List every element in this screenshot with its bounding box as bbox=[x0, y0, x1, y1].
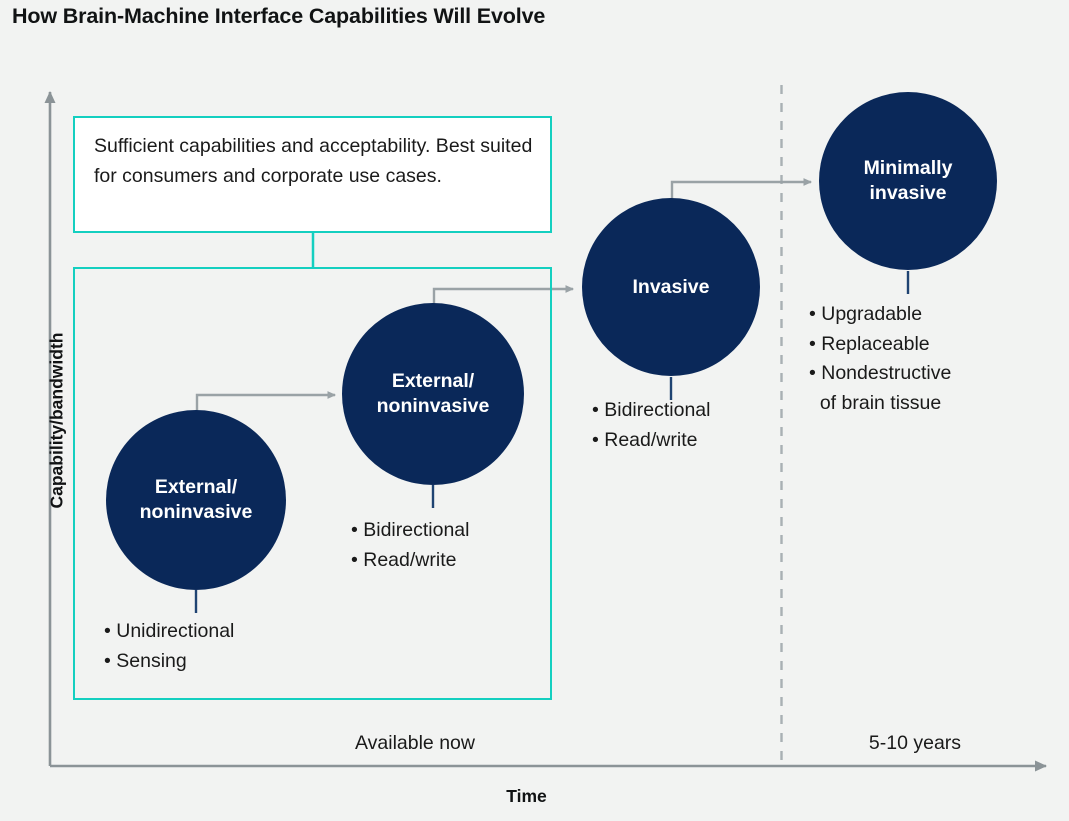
node-circle-minimally-invasive[interactable]: Minimally invasive bbox=[819, 92, 997, 270]
available-now-region-box bbox=[73, 267, 552, 700]
node-circle-invasive[interactable]: Invasive bbox=[582, 198, 760, 376]
node-2-label: External/ noninvasive bbox=[377, 369, 490, 419]
node-3-bullet-0: • Bidirectional bbox=[592, 399, 711, 421]
node-4-label-line1: Minimally bbox=[863, 157, 953, 179]
node-1-bullet-0: • Unidirectional bbox=[104, 620, 235, 642]
callout-box: Sufficient capabilities and acceptabilit… bbox=[73, 116, 552, 233]
node-4-bullet-2: • Nondestructive bbox=[809, 362, 952, 384]
node-circle-external-noninvasive-next[interactable]: External/ noninvasive bbox=[342, 303, 524, 485]
node-2-label-line1: External/ bbox=[391, 370, 475, 392]
node-2-bullets: • Bidirectional • Read/write bbox=[351, 516, 469, 575]
node-1-label-line1: External/ bbox=[154, 476, 238, 498]
node-4-bullet-0: • Upgradable bbox=[809, 303, 923, 325]
node-4-label-line2: invasive bbox=[869, 182, 947, 204]
node-3-bullets: • Bidirectional • Read/write bbox=[592, 396, 710, 455]
node-3-label: Invasive bbox=[632, 275, 710, 298]
node-2-bullet-0: • Bidirectional bbox=[351, 519, 470, 541]
node-4-bullet-1: • Replaceable bbox=[809, 332, 930, 355]
node-circle-external-noninvasive-now[interactable]: External/ noninvasive bbox=[106, 410, 286, 590]
node-1-bullets: • Unidirectional • Sensing bbox=[104, 617, 234, 676]
node-1-label: External/ noninvasive bbox=[140, 475, 253, 525]
page-title: How Brain-Machine Interface Capabilities… bbox=[12, 4, 546, 28]
x-axis-title: Time bbox=[506, 786, 547, 806]
period-label-available-now: Available now bbox=[355, 732, 475, 754]
node-1-label-line2: noninvasive bbox=[139, 501, 253, 523]
node-4-bullets: • Upgradable • Replaceable • Nondestruct… bbox=[809, 300, 951, 418]
y-axis-title: Capability/bandwidth bbox=[46, 332, 67, 509]
node-4-bullet-3: of brain tissue bbox=[809, 391, 942, 414]
callout-text: Sufficient capabilities and acceptabilit… bbox=[94, 135, 533, 187]
node-4-label: Minimally invasive bbox=[864, 156, 953, 206]
period-label-5-10-years: 5-10 years bbox=[868, 732, 962, 754]
node-2-label-line2: noninvasive bbox=[376, 395, 490, 417]
node-3-bullet-1: • Read/write bbox=[592, 428, 698, 451]
node-2-bullet-1: • Read/write bbox=[351, 548, 457, 571]
node-1-bullet-1: • Sensing bbox=[104, 649, 187, 672]
